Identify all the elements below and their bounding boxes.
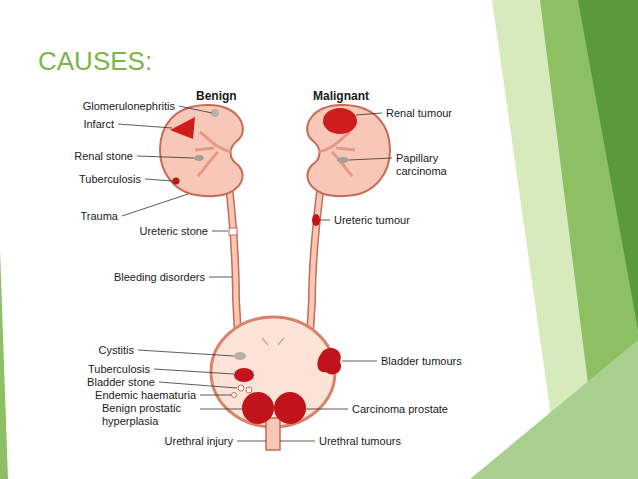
deco-band: [0, 250, 8, 479]
cause-label: Tuberculosis: [79, 173, 141, 186]
leader-line: [137, 156, 194, 158]
leader-line: [280, 441, 315, 442]
leader-line: [342, 361, 377, 362]
cause-label: Bladder stone: [87, 376, 155, 389]
leader-line: [159, 382, 237, 388]
ureteric-orifice: [262, 338, 284, 345]
deco-band: [470, 340, 638, 479]
leader-line: [122, 194, 188, 216]
deco-band: [578, 0, 638, 330]
leader-line: [212, 231, 228, 232]
cause-label: Papillary carcinoma: [396, 152, 468, 178]
leader-line: [200, 395, 231, 396]
cause-label: Renal tumour: [386, 107, 452, 120]
renal-tumour: [323, 108, 357, 134]
leader-line: [349, 158, 392, 160]
bladder-stone: [246, 387, 252, 393]
glomerulonephritis-spot: [211, 109, 219, 117]
renal-stone: [194, 155, 204, 161]
tuberculosis-spot: [173, 178, 180, 185]
cause-label: Urethral injury: [165, 435, 233, 448]
kidney: [307, 105, 390, 196]
kidney: [160, 105, 243, 196]
leader-line: [154, 369, 234, 374]
slide-title: CAUSES:: [38, 46, 152, 76]
bladder-tumour: [317, 348, 341, 374]
cystitis-patch: [234, 352, 246, 360]
prostate-lobe: [242, 392, 274, 424]
renal-pelvis: [195, 132, 232, 176]
leader-line: [200, 409, 242, 410]
leader-line: [320, 220, 330, 221]
papillary-carcinoma: [337, 157, 349, 163]
infarct-wedge: [170, 117, 195, 139]
leader-line: [356, 113, 382, 115]
leader-line: [306, 409, 348, 410]
cause-label: Ureteric tumour: [334, 214, 410, 227]
cause-label: Glomerulonephritis: [83, 100, 175, 113]
cause-label: Cystitis: [99, 344, 134, 357]
cause-label: Bleeding disorders: [114, 271, 205, 284]
cause-label: Infarct: [83, 118, 114, 131]
leader-line: [209, 277, 232, 278]
leader-line: [138, 350, 234, 356]
cause-label: Ureteric stone: [140, 225, 208, 238]
renal-pelvis: [318, 132, 355, 176]
leader-line: [179, 106, 212, 113]
leader-line: [145, 179, 173, 181]
leader-line: [118, 124, 172, 128]
ureteric-stone: [229, 228, 237, 235]
urethra: [266, 418, 280, 450]
cause-label: Urethral tumours: [319, 435, 401, 448]
leader-line: [237, 441, 266, 442]
column-heading: Malignant: [313, 90, 369, 103]
cause-label: Endemic haematuria: [95, 389, 196, 402]
cause-label: Trauma: [81, 210, 119, 223]
bladder-stone: [238, 385, 244, 391]
tuberculosis-patch: [234, 368, 254, 382]
bladder: [211, 317, 335, 427]
cause-label: Benign prostatic hyperplasia: [102, 402, 197, 428]
cause-label: Tuberculosis: [88, 363, 150, 376]
cause-label: Renal stone: [74, 150, 133, 163]
bladder-stone: [232, 393, 237, 398]
cause-label: Carcinoma prostate: [352, 403, 448, 416]
ureteric-tumour: [312, 214, 320, 226]
prostate-lobe: [274, 392, 306, 424]
cause-label: Bladder tumours: [381, 355, 462, 368]
column-heading: Benign: [196, 90, 237, 103]
